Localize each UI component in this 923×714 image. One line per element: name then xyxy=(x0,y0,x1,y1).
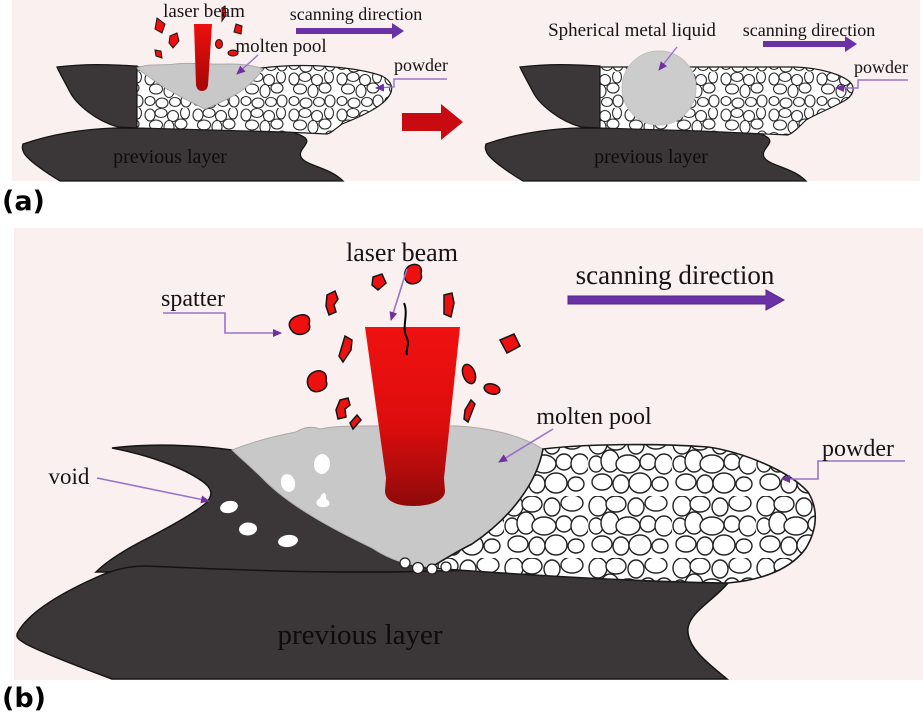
previous-layer-upper-shape-a-left xyxy=(56,63,138,129)
panel-a-tag: (a) xyxy=(2,186,45,217)
scanning-direction-label-a-right: scanning direction xyxy=(743,20,875,40)
spherical-metal-liquid-ball xyxy=(621,50,697,126)
laser-beam-label-a: laser beam xyxy=(163,1,245,22)
scanning-direction-arrow-b xyxy=(567,289,786,311)
panel-b-tag: (b) xyxy=(2,683,46,714)
powder-grains-front xyxy=(399,557,452,575)
spatter-particles-b xyxy=(288,263,521,431)
void-dots-previous-layer xyxy=(220,500,298,548)
powder-bed-b xyxy=(427,443,817,584)
keyhole-crack xyxy=(403,302,409,356)
previous-layer-label-b: previous layer xyxy=(277,619,442,651)
molten-pool-pointer-b xyxy=(498,428,554,463)
process-step-arrow xyxy=(402,104,463,140)
laser-beam-shape-b xyxy=(365,327,460,506)
spherical-metal-liquid-label: Spherical metal liquid xyxy=(548,20,716,41)
void-pointer-b xyxy=(96,477,210,504)
molten-pool-label-a: molten pool xyxy=(235,36,326,57)
scanning-direction-arrow-a-right xyxy=(763,36,857,52)
void-label: void xyxy=(49,464,90,489)
powder-label-a-right: powder xyxy=(854,57,908,77)
powder-label-a-left: powder xyxy=(394,55,448,75)
ball-pointer-a-right xyxy=(658,46,678,71)
powder-pointer-b xyxy=(781,460,905,483)
powder-pointer-a-left xyxy=(375,78,447,92)
spatter-label: spatter xyxy=(161,286,225,312)
laser-beam-shape-a xyxy=(194,24,212,91)
spatter-particles-a xyxy=(154,5,243,59)
powder-label-b: powder xyxy=(822,436,894,462)
laser-beam-label-b: laser beam xyxy=(346,238,458,267)
laser-beam-pointer-b xyxy=(389,268,408,321)
powder-pointer-a-right xyxy=(835,79,908,92)
previous-layer-label-a-left: previous layer xyxy=(113,146,227,168)
previous-layer-label-a-right: previous layer xyxy=(594,146,708,168)
molten-pool-label-b: molten pool xyxy=(536,404,652,430)
scanning-direction-arrow-a-left xyxy=(296,23,404,39)
spatter-pointer-b xyxy=(163,312,282,337)
scanning-direction-label-b: scanning direction xyxy=(576,260,775,290)
void-dots-molten-pool xyxy=(280,454,331,508)
molten-pool-pointer-a xyxy=(236,54,259,75)
previous-layer-upper-shape-a-right xyxy=(519,63,601,129)
scanning-direction-label-a-left: scanning direction xyxy=(290,4,422,24)
